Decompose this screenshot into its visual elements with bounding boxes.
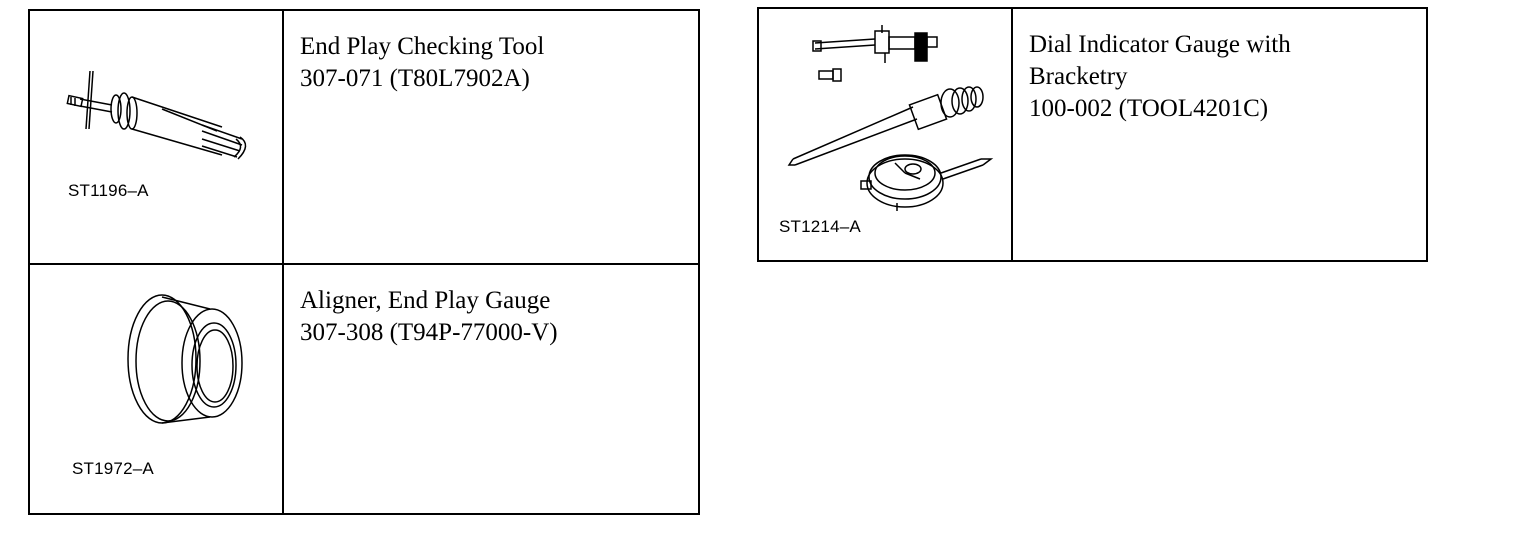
tool-name: End Play Checking Tool [300,33,545,60]
tool-number: 307-308 (T94P-77000-V) [300,319,558,346]
tool-illustration-cell: ST1196–A [30,11,284,263]
special-tools-table-right: ST1214–A Dial Indicator Gauge with Brack… [757,7,1428,262]
aligner-end-play-gauge-illustration [127,294,243,424]
tool-row-dial-indicator-gauge: ST1214–A Dial Indicator Gauge with Brack… [759,9,1426,260]
end-play-checking-tool-illustration [66,70,247,160]
tool-name-line2: Bracketry [1029,63,1128,90]
tool-number: 100-002 (TOOL4201C) [1029,95,1269,122]
tool-description: End Play Checking Tool 307-071 (T80L7902… [284,11,698,263]
special-tools-table-left: ST1196–A End Play Checking Tool 307-071 … [28,9,700,515]
tool-name: Aligner, End Play Gauge [300,287,551,314]
illustration-code: ST1214–A [779,217,861,236]
dial-indicator-gauge-illustration [787,25,994,211]
tool-description: Dial Indicator Gauge with Bracketry 100-… [1013,9,1426,260]
tool-number: 307-071 (T80L7902A) [300,65,530,92]
tool-illustration-cell: ST1972–A [30,265,284,513]
tool-illustration-cell: ST1214–A [759,9,1013,260]
tool-name-line1: Dial Indicator Gauge with [1029,31,1291,58]
tool-row-end-play-checking-tool: ST1196–A End Play Checking Tool 307-071 … [30,11,698,263]
tool-description: Aligner, End Play Gauge 307-308 (T94P-77… [284,265,698,513]
tool-row-aligner-end-play-gauge: ST1972–A Aligner, End Play Gauge 307-308… [30,265,698,513]
illustration-code: ST1972–A [72,459,154,478]
row-divider [30,263,698,265]
illustration-code: ST1196–A [68,181,149,200]
